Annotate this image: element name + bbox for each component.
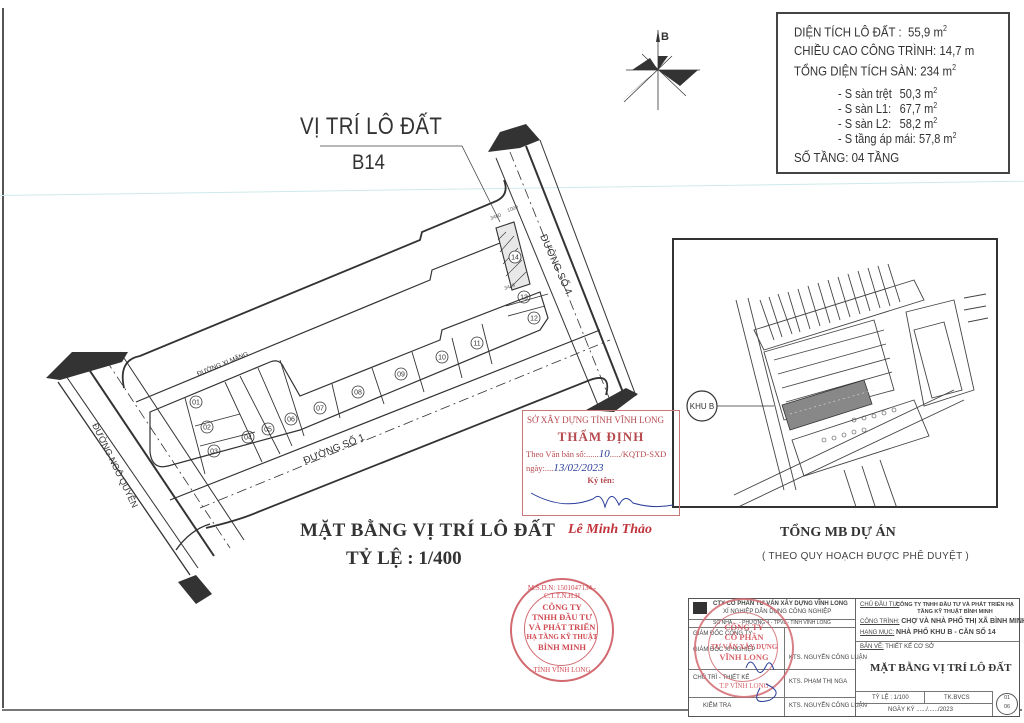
chieu-cao-cong-trinh: CHIỀU CAO CÔNG TRÌNH: 14,7 m [794, 43, 975, 58]
north-arrow-icon [620, 30, 700, 110]
consultant-round-stamp: CÔNG TY CỔ PHẦN TƯ VẤN XÂY DỰNG VĨNH LON… [694, 598, 794, 698]
svg-text:08: 08 [354, 390, 362, 397]
north-label: B [661, 31, 669, 43]
tong-dien-tich-san: TỔNG DIỆN TÍCH SÀN: 234 m2 [794, 63, 957, 79]
signer-name: Lê Minh Thảo [568, 522, 653, 537]
svg-text:3460: 3460 [490, 212, 503, 222]
sheet-border-bottom [2, 709, 1022, 711]
khu-b-highlight [781, 379, 873, 431]
floor-area-row: - S sàn L1:67,7 m2 [838, 101, 938, 117]
svg-text:03: 03 [210, 449, 218, 456]
svg-text:14: 14 [511, 255, 519, 262]
lot-01: 01 [192, 400, 200, 407]
svg-text:13: 13 [520, 295, 528, 302]
building-info-box: DIỆN TÍCH LÔ ĐẤT : 55,9 m2 CHIỀU CAO CÔN… [776, 12, 1010, 174]
overview-map: KHU B [686, 263, 989, 551]
consultant-signature [745, 661, 777, 702]
svg-text:12: 12 [530, 316, 538, 323]
title-block-drawing-title: MẶT BẰNG VỊ TRÍ LÔ ĐẤT [870, 662, 1012, 674]
drawing-scale: TỶ LỆ : 1/400 [346, 548, 462, 569]
overview-subtitle: ( THEO QUY HOẠCH ĐƯỢC PHÊ DUYỆT ) [762, 551, 970, 562]
dien-tich-lo-dat: DIỆN TÍCH LÔ ĐẤT : 55,9 m2 [794, 24, 947, 40]
svg-text:3448: 3448 [504, 282, 517, 292]
svg-text:1000: 1000 [507, 204, 520, 214]
stamp-doc-number: Theo Văn bản số:......10...../KQTD-SXD [526, 448, 667, 460]
svg-text:07: 07 [316, 406, 324, 413]
signature-scribble [530, 492, 674, 509]
stamp-signed-label: Ký tên: [587, 475, 615, 485]
svg-text:04: 04 [244, 435, 252, 442]
svg-text:06: 06 [287, 417, 295, 424]
investor-round-stamp: M.S.D.N: 1501047134 - C.T.T.N.H.H CÔNG T… [510, 578, 614, 682]
stamp-title: THẨM ĐỊNH [557, 429, 645, 444]
khu-b-label: KHU B [690, 402, 714, 411]
sheet-border-left [2, 8, 4, 708]
svg-text:10: 10 [438, 355, 446, 362]
svg-text:05: 05 [264, 427, 272, 434]
plot-code: B14 [352, 151, 385, 174]
plot-location-title: VỊ TRÍ LÔ ĐẤT [300, 113, 443, 140]
so-tang: SỐ TẦNG: 04 TẦNG [794, 150, 900, 165]
company-logo-icon [693, 602, 707, 614]
svg-text:09: 09 [397, 372, 405, 379]
floor-area-row: - S tầng áp mái:57,8 m2 [838, 131, 957, 147]
svg-text:11: 11 [473, 341, 480, 348]
title-block-right: CHỦ ĐẦU TƯ: CÔNG TY TNHH ĐẦU TƯ VÀ PHÁT … [856, 599, 1024, 716]
street-label-so4: ĐƯỜNG SỐ 4 [537, 232, 576, 297]
floor-area-row: - S sàn L2:58,2 m2 [838, 116, 938, 132]
approval-stamp: SỞ XÂY DỰNG TỈNH VĨNH LONG THẨM ĐỊNH The… [522, 410, 680, 516]
khu-b-callout [686, 390, 718, 422]
stamp-header: SỞ XÂY DỰNG TỈNH VĨNH LONG [527, 415, 665, 425]
drawing-main-title: MẶT BẰNG VỊ TRÍ LÔ ĐẤT [300, 520, 556, 541]
overview-map-frame: KHU B [672, 238, 998, 551]
svg-text:02: 02 [203, 425, 211, 432]
stamp-date: ngày:....13/02/2023 [526, 462, 604, 474]
overview-title: TỔNG MB DỰ ÁN [780, 525, 896, 540]
